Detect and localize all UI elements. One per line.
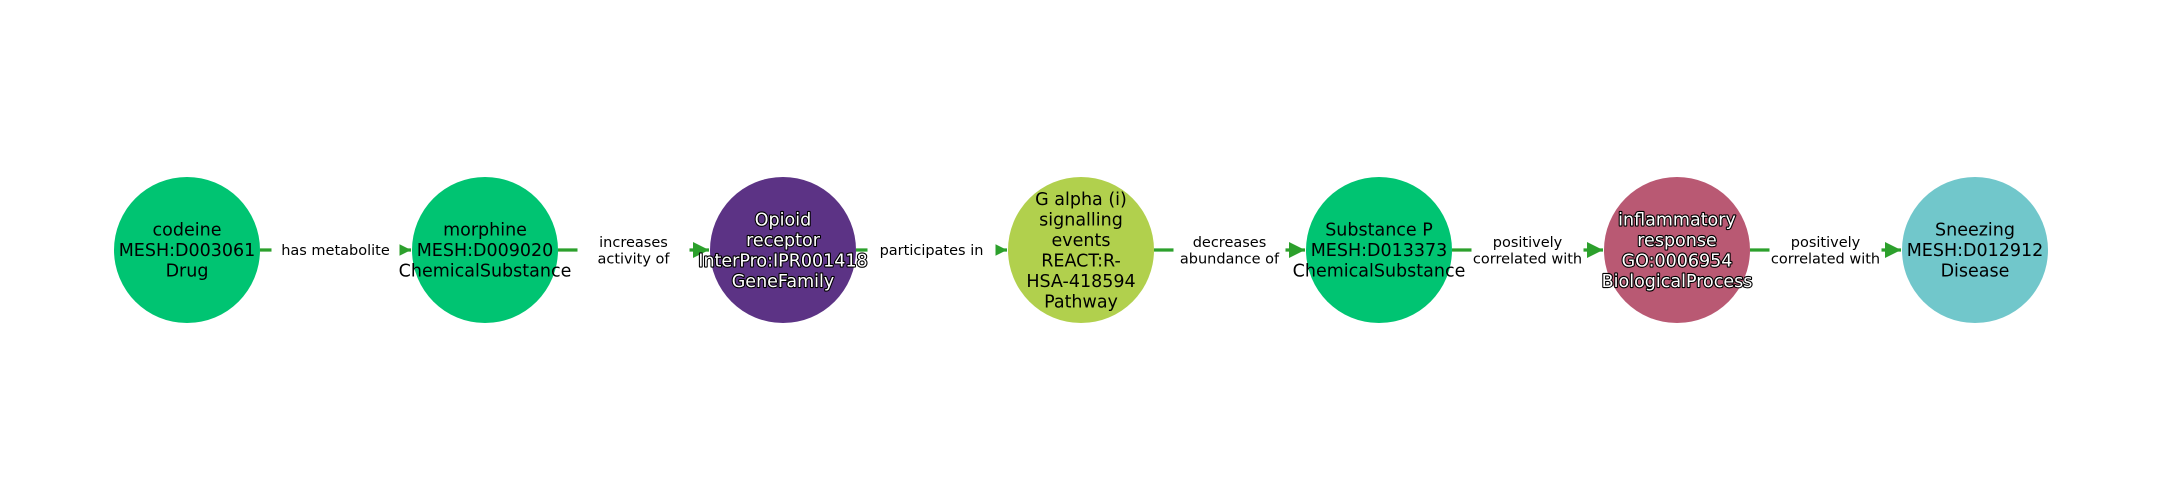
edge-label-background	[1769, 231, 1882, 269]
edge-label: abundance of	[1180, 251, 1280, 267]
node-label: signalling	[1039, 210, 1123, 230]
node-circle[interactable]	[1604, 177, 1750, 323]
node-label: MESH:D013373	[1311, 241, 1448, 261]
node-label: Drug	[166, 262, 209, 282]
node-label: MESH:D009020	[417, 241, 554, 261]
node-label: Substance P	[1325, 221, 1433, 241]
node-label: response	[1637, 231, 1717, 251]
node-label: ChemicalSubstance	[399, 262, 572, 282]
node-label: codeine	[153, 221, 222, 241]
edge-label-background	[271, 239, 400, 261]
node-label: Disease	[1941, 262, 2010, 282]
node-circle[interactable]	[1902, 177, 2048, 323]
edge-label-background	[1471, 231, 1584, 269]
node-g-alpha-i[interactable]: G alpha (i)signallingeventsREACT:R-HSA-4…	[1008, 177, 1154, 323]
node-label: events	[1052, 231, 1111, 251]
node-label: inflammatory	[1618, 210, 1736, 230]
edge-label: positively	[1791, 235, 1861, 251]
node-circle[interactable]	[412, 177, 558, 323]
node-label: Opioid	[755, 210, 811, 230]
edge-label: positively	[1493, 235, 1563, 251]
node-circle[interactable]	[114, 177, 260, 323]
edge: participates in	[856, 239, 1007, 261]
node-label: G alpha (i)	[1035, 190, 1127, 210]
node-label: HSA-418594	[1026, 272, 1135, 292]
edge-label: correlated with	[1473, 251, 1582, 267]
node-inflammatory-response[interactable]: inflammatoryresponseGO:0006954Biological…	[1601, 177, 1753, 323]
node-label: GeneFamily	[732, 272, 835, 292]
edge-label: increases	[599, 235, 668, 251]
node-label: Sneezing	[1935, 221, 2015, 241]
edge-label: decreases	[1193, 235, 1267, 251]
node-label: BiologicalProcess	[1602, 272, 1753, 292]
edge-label: activity of	[597, 251, 670, 267]
edge-label: has metabolite	[281, 243, 390, 259]
node-label: REACT:R-	[1041, 251, 1121, 271]
edge-label-background	[577, 231, 690, 269]
node-label: morphine	[443, 221, 527, 241]
edge-label-background	[1173, 231, 1286, 269]
node-label: receptor	[746, 231, 821, 251]
node-label: GO:0006954	[1622, 251, 1733, 271]
node-circle[interactable]	[1306, 177, 1452, 323]
node-label: InterPro:IPR001418	[698, 251, 867, 271]
node-label: MESH:D003061	[119, 241, 256, 261]
node-label: MESH:D012912	[1907, 241, 2044, 261]
node-label: ChemicalSubstance	[1293, 262, 1466, 282]
edge-label: participates in	[880, 243, 984, 259]
edge-label-background	[867, 239, 996, 261]
node-circle[interactable]	[1008, 177, 1154, 323]
node-circle[interactable]	[710, 177, 856, 323]
node-opioid-receptor[interactable]: OpioidreceptorInterPro:IPR001418GeneFami…	[697, 177, 869, 323]
edge: has metabolite	[260, 239, 411, 261]
edge-label: correlated with	[1771, 251, 1880, 267]
node-label: Pathway	[1044, 292, 1118, 312]
